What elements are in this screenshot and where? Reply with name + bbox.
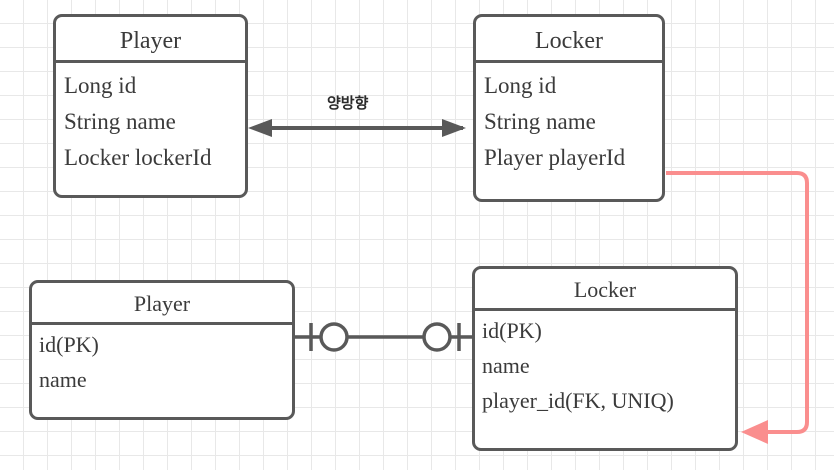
entity-locker-table[interactable]: Locker id(PK) name player_id(FK, UNIQ) [472, 266, 738, 451]
entity-locker-class[interactable]: Locker Long id String name Player player… [473, 14, 665, 202]
entity-divider [475, 308, 735, 311]
attribute-row: Long id [484, 73, 557, 98]
entity-title-player-class: Player [119, 28, 182, 54]
entity-body-player-class: Long id String name Locker lockerId [56, 63, 245, 182]
bidirectional-label: 양방향 [327, 94, 369, 112]
attribute-row: String name [64, 109, 176, 134]
entity-body-locker-table: id(PK) name player_id(FK, UNIQ) [475, 311, 735, 425]
entity-body-locker-class: Long id String name Player playerId [476, 63, 662, 182]
entity-player-table[interactable]: Player id(PK) name [29, 280, 295, 420]
entity-divider [56, 60, 245, 63]
entity-title-locker-class: Locker [535, 28, 603, 54]
entity-player-class[interactable]: Player Long id String name Locker locker… [53, 14, 248, 198]
attribute-row: Player playerId [484, 145, 626, 170]
entity-body-player-table: id(PK) name [32, 325, 292, 404]
attribute-row: String name [484, 109, 596, 134]
attribute-row: name [482, 353, 530, 378]
attribute-row: player_id(FK, UNIQ) [482, 388, 674, 413]
entity-title-locker-table: Locker [573, 277, 637, 302]
attribute-row: Locker lockerId [64, 145, 212, 170]
attribute-row: name [39, 367, 87, 392]
attribute-row: id(PK) [482, 318, 542, 343]
attribute-row: id(PK) [39, 332, 99, 357]
attribute-row: Long id [64, 73, 137, 98]
entity-divider [32, 322, 292, 325]
entity-divider [476, 60, 662, 63]
entity-title-player-table: Player [133, 291, 191, 316]
